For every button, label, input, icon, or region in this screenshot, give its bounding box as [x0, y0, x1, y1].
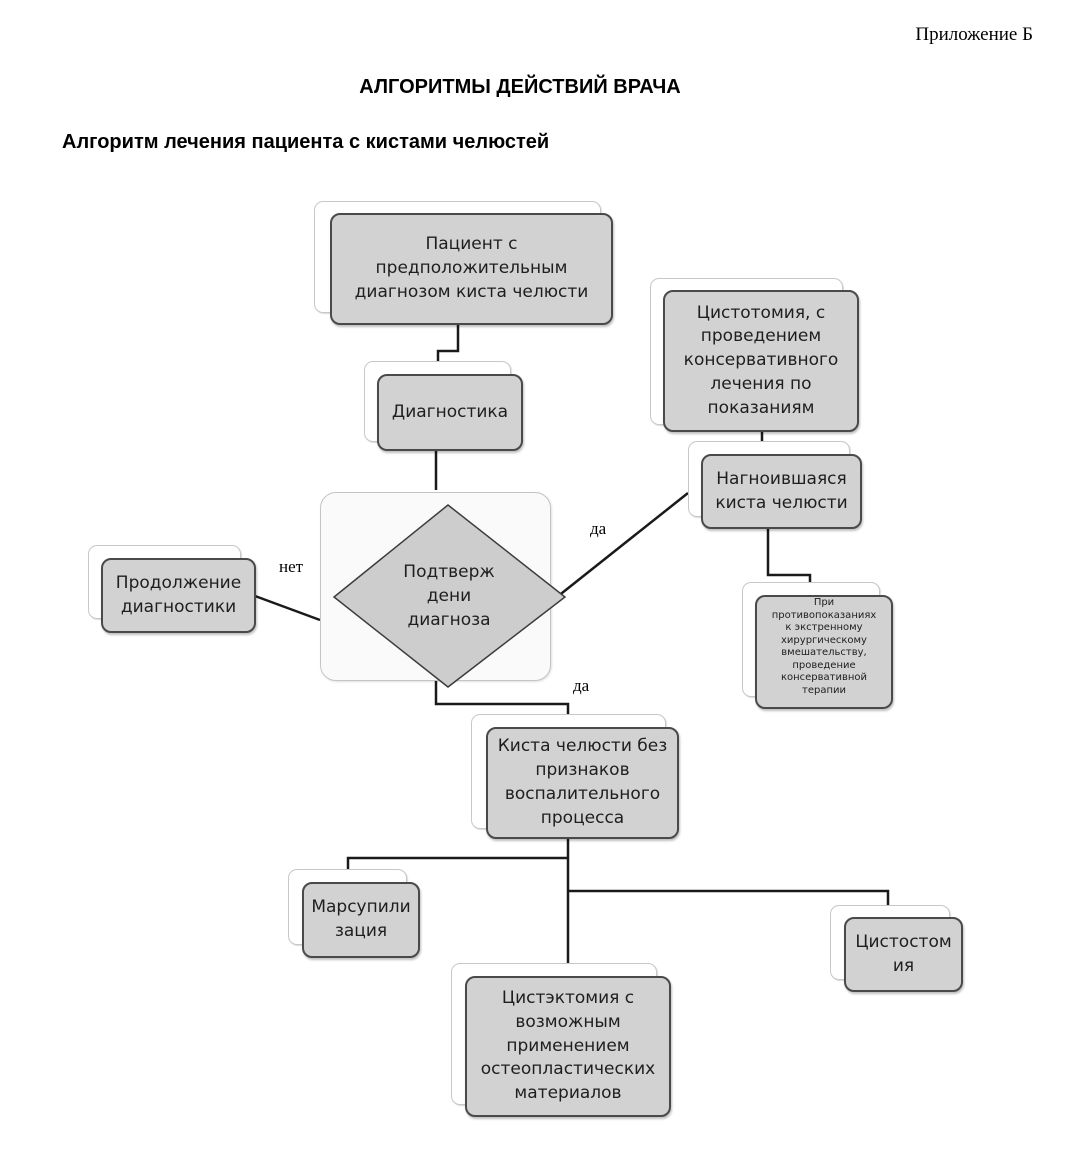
page-subtitle: Алгоритм лечения пациента с кистами челю… — [62, 131, 550, 153]
node-cystostomy: Цистостом ия — [844, 917, 963, 992]
node-cyst-no-inflammation: Киста челюсти без признаков воспалительн… — [486, 727, 679, 839]
connector-decision-continue — [254, 594, 321, 622]
node-continue-diagnostics: Продолжение диагностики — [101, 558, 256, 633]
connector-decision-suppurated — [556, 492, 689, 598]
edge-label-yes-right: да — [590, 519, 607, 538]
page-title: АЛГОРИТМЫ ДЕЙСТВИЙ ВРАЧА — [359, 76, 681, 98]
appendix-label: Приложение Б — [915, 24, 1033, 45]
node-diagnostics: Диагностика — [377, 374, 523, 451]
edge-label-no: нет — [279, 557, 304, 576]
node-patient: Пациент с предположительным диагнозом ки… — [330, 213, 613, 325]
node-cystectomy: Цистэктомия с возможным применением осте… — [465, 976, 671, 1117]
node-cystotomy-conservative: Цистотомия, с проведением консервативног… — [663, 290, 859, 432]
node-marsupialization: Марсупили зация — [302, 882, 420, 958]
decision-label: Подтверж дени диагноза — [403, 562, 495, 631]
edge-label-yes-down: да — [573, 676, 590, 695]
node-suppurated-cyst: Нагноившаяся киста челюсти — [701, 454, 862, 529]
node-contraindications: При противопоказаниях к экстренному хиру… — [755, 595, 893, 709]
